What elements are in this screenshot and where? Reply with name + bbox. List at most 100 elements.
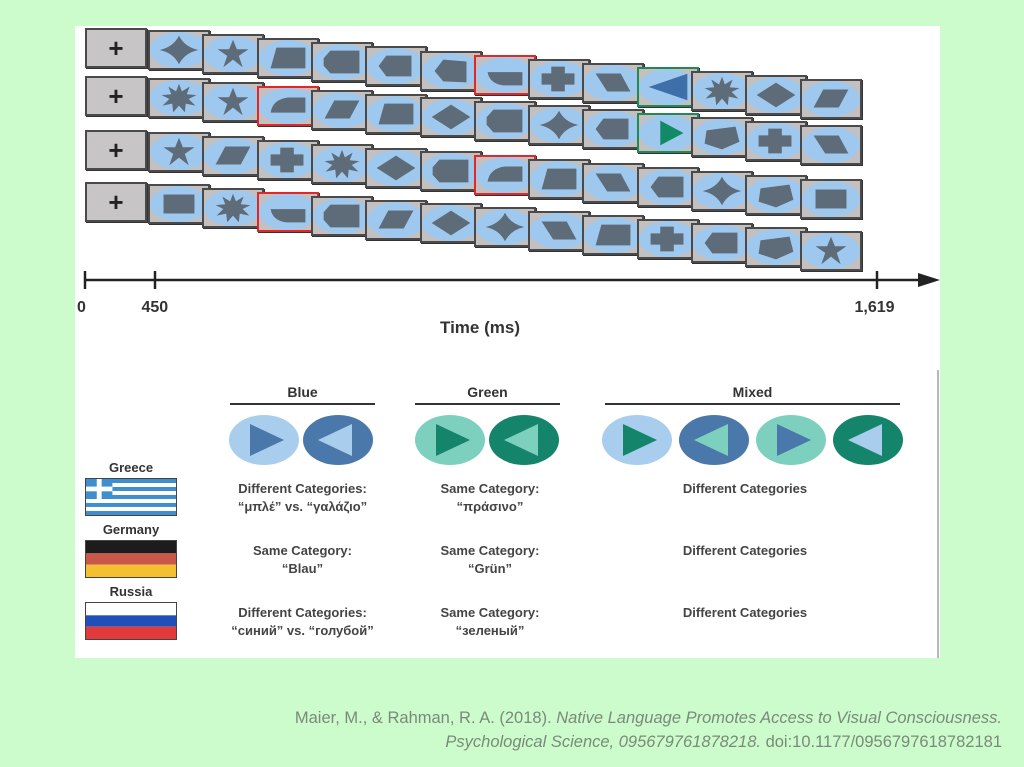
citation: Maier, M., & Rahman, R. A. (2018). Nativ… (295, 706, 1002, 754)
distractor-frame (691, 170, 753, 211)
trapezoid-icon (258, 40, 317, 77)
distractor-frame (528, 159, 591, 200)
diamond-star-icon (693, 172, 751, 209)
cross-icon (638, 221, 697, 258)
distractor-frame (310, 143, 373, 184)
distractor-frame (148, 30, 210, 70)
condition-rule (415, 403, 560, 405)
distractor-frame (202, 135, 265, 176)
burst-icon (150, 80, 208, 116)
pentagon-icon (693, 118, 751, 155)
mask-frame-red (473, 155, 536, 196)
diamond-star-icon (530, 107, 589, 144)
green-condition-description: Same Category:“πράσινο” (405, 480, 575, 516)
distractor-frame (799, 178, 862, 219)
pentagon-icon (747, 228, 806, 265)
distractor-frame (691, 116, 753, 157)
rectangle-icon (150, 186, 208, 222)
fixation-cross-icon: + (108, 186, 124, 217)
description-line: Same Category: (440, 605, 540, 620)
target-triangle-left-blue-icon (638, 68, 697, 105)
distractor-frame (745, 226, 808, 267)
distractor-frame (745, 120, 808, 161)
distractor-frame (582, 163, 645, 204)
distractor-frame (365, 93, 428, 134)
mixed-condition-description: Different Categories (635, 604, 855, 622)
half-disc-up-icon (475, 157, 534, 194)
distractor-frame (365, 147, 428, 188)
star-icon (204, 83, 263, 120)
description-line: Different Categories (682, 481, 808, 496)
condition-title-mixed: Mixed (732, 384, 773, 400)
germany-flag-icon (85, 540, 177, 578)
distractor-frame (419, 203, 482, 244)
timeline-tick-label: 1,619 (854, 299, 895, 316)
description-line: Different Categories: (238, 605, 367, 620)
description-line: “зеленый” (455, 623, 525, 638)
fixation-frame: + (85, 76, 147, 116)
distractor-frame (256, 139, 319, 180)
distractor-frame (799, 230, 862, 271)
time-axis-label: Time (ms) (440, 318, 520, 337)
citation-authors: Maier, M., & Rahman, R. A. (2018). (294, 709, 552, 727)
distractor-frame (419, 97, 482, 138)
diamond-icon (421, 205, 480, 242)
timeline-tick-label: 450 (141, 299, 169, 316)
hexagon-left-icon (638, 169, 697, 206)
description-line: “Blau” (281, 561, 324, 576)
diamond-star-icon (475, 209, 534, 246)
country-label-germany: Germany (102, 522, 160, 537)
cross-icon (747, 122, 806, 159)
description-line: “синий” vs. “голубой” (231, 623, 374, 638)
distractor-frame (256, 38, 319, 79)
target-stimulus-left-icon (489, 415, 559, 465)
diamond-icon (747, 77, 806, 114)
blue-condition-description: Same Category:“Blau” (215, 542, 390, 578)
target-stimulus-right-icon (602, 415, 672, 465)
distractor-frame (148, 184, 210, 224)
mask-frame-red (473, 54, 536, 95)
hexagon-left-icon (693, 224, 751, 261)
description-line: Different Categories (682, 543, 808, 558)
fixation-frame: + (85, 182, 147, 222)
stimulus-sequences: + + + + (75, 26, 940, 276)
parallelogram-down-icon (584, 165, 643, 202)
target-stimulus-left-icon (679, 415, 749, 465)
distractor-frame (310, 89, 373, 130)
country-label-russia: Russia (109, 584, 153, 599)
distractor-frame (636, 167, 699, 208)
cross-icon (258, 141, 317, 178)
distractor-frame (745, 174, 808, 215)
green-condition-description: Same Category: “зеленый” (405, 604, 575, 640)
fixation-cross-icon: + (108, 80, 124, 111)
description-line: “Grün” (467, 561, 513, 576)
fixation-cross-icon: + (108, 32, 124, 63)
russia-flag-icon (85, 602, 177, 640)
distractor-frame (582, 109, 645, 150)
mixed-condition-description: Different Categories (635, 542, 855, 560)
description-line: Same Category: (440, 543, 540, 558)
description-line: Different Categories (682, 605, 808, 620)
distractor-frame (636, 219, 699, 260)
pentagon-left-icon (421, 52, 480, 89)
description-line: Different Categories: (238, 481, 367, 496)
citation-title: Native Language Promotes Access to Visua… (556, 709, 1002, 727)
diamond-icon (367, 149, 426, 186)
distractor-frame (202, 34, 265, 75)
parallelogram-icon (367, 201, 426, 238)
distractor-frame (528, 211, 591, 252)
distractor-frame (310, 195, 373, 236)
hexagon-left-icon (584, 111, 643, 148)
timeline-arrow-icon (918, 273, 940, 287)
burst-icon (312, 145, 371, 182)
burst-icon (693, 73, 751, 109)
distractor-frame (473, 101, 536, 142)
parallelogram-icon (204, 137, 263, 174)
distractor-frame (148, 132, 210, 172)
fixation-frame: + (85, 130, 147, 170)
condition-rule (230, 403, 375, 405)
target-frame (636, 113, 699, 154)
description-line: Same Category: (440, 481, 540, 496)
pentagon-icon (747, 176, 806, 213)
